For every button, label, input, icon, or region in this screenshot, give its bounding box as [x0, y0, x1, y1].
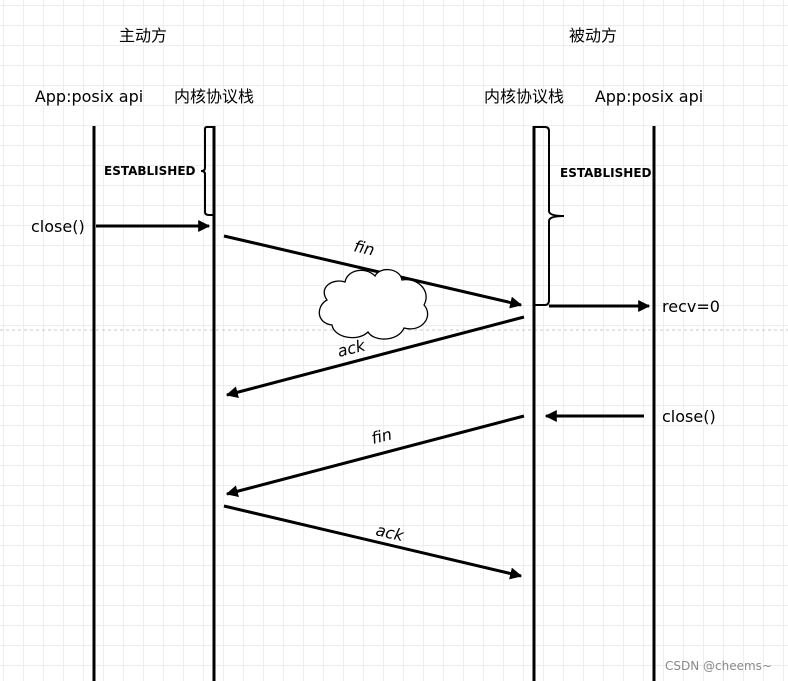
passive-stack-lane-label: 内核协议栈 [484, 87, 564, 106]
fin-2-arrow [225, 414, 525, 498]
fin-1-arrow [223, 234, 523, 309]
passive-established-brace [534, 126, 565, 306]
fin-1-label: fin [352, 236, 376, 259]
ack-1-label: ack [335, 336, 367, 361]
fin-2-label: fin [369, 424, 393, 447]
active-side-title: 主动方 [119, 26, 167, 45]
active-established-brace [200, 126, 214, 216]
active-close-call-label: close() [31, 217, 85, 236]
passive-close-call-label: close() [662, 407, 716, 426]
watermark: CSDN @cheems~ [665, 659, 772, 673]
passive-established-label: ESTABLISHED [560, 166, 652, 180]
ack-1-arrow [225, 315, 525, 399]
ack-2-arrow [223, 504, 523, 580]
active-stack-lane-label: 内核协议栈 [174, 87, 254, 106]
active-app-lane-label: App:posix api [35, 87, 143, 106]
recv-zero-label: recv=0 [662, 297, 720, 316]
passive-side-title: 被动方 [569, 26, 617, 45]
passive-app-lane-label: App:posix api [595, 87, 703, 106]
active-established-label: ESTABLISHED [104, 164, 196, 178]
network-cloud-icon [318, 269, 429, 340]
